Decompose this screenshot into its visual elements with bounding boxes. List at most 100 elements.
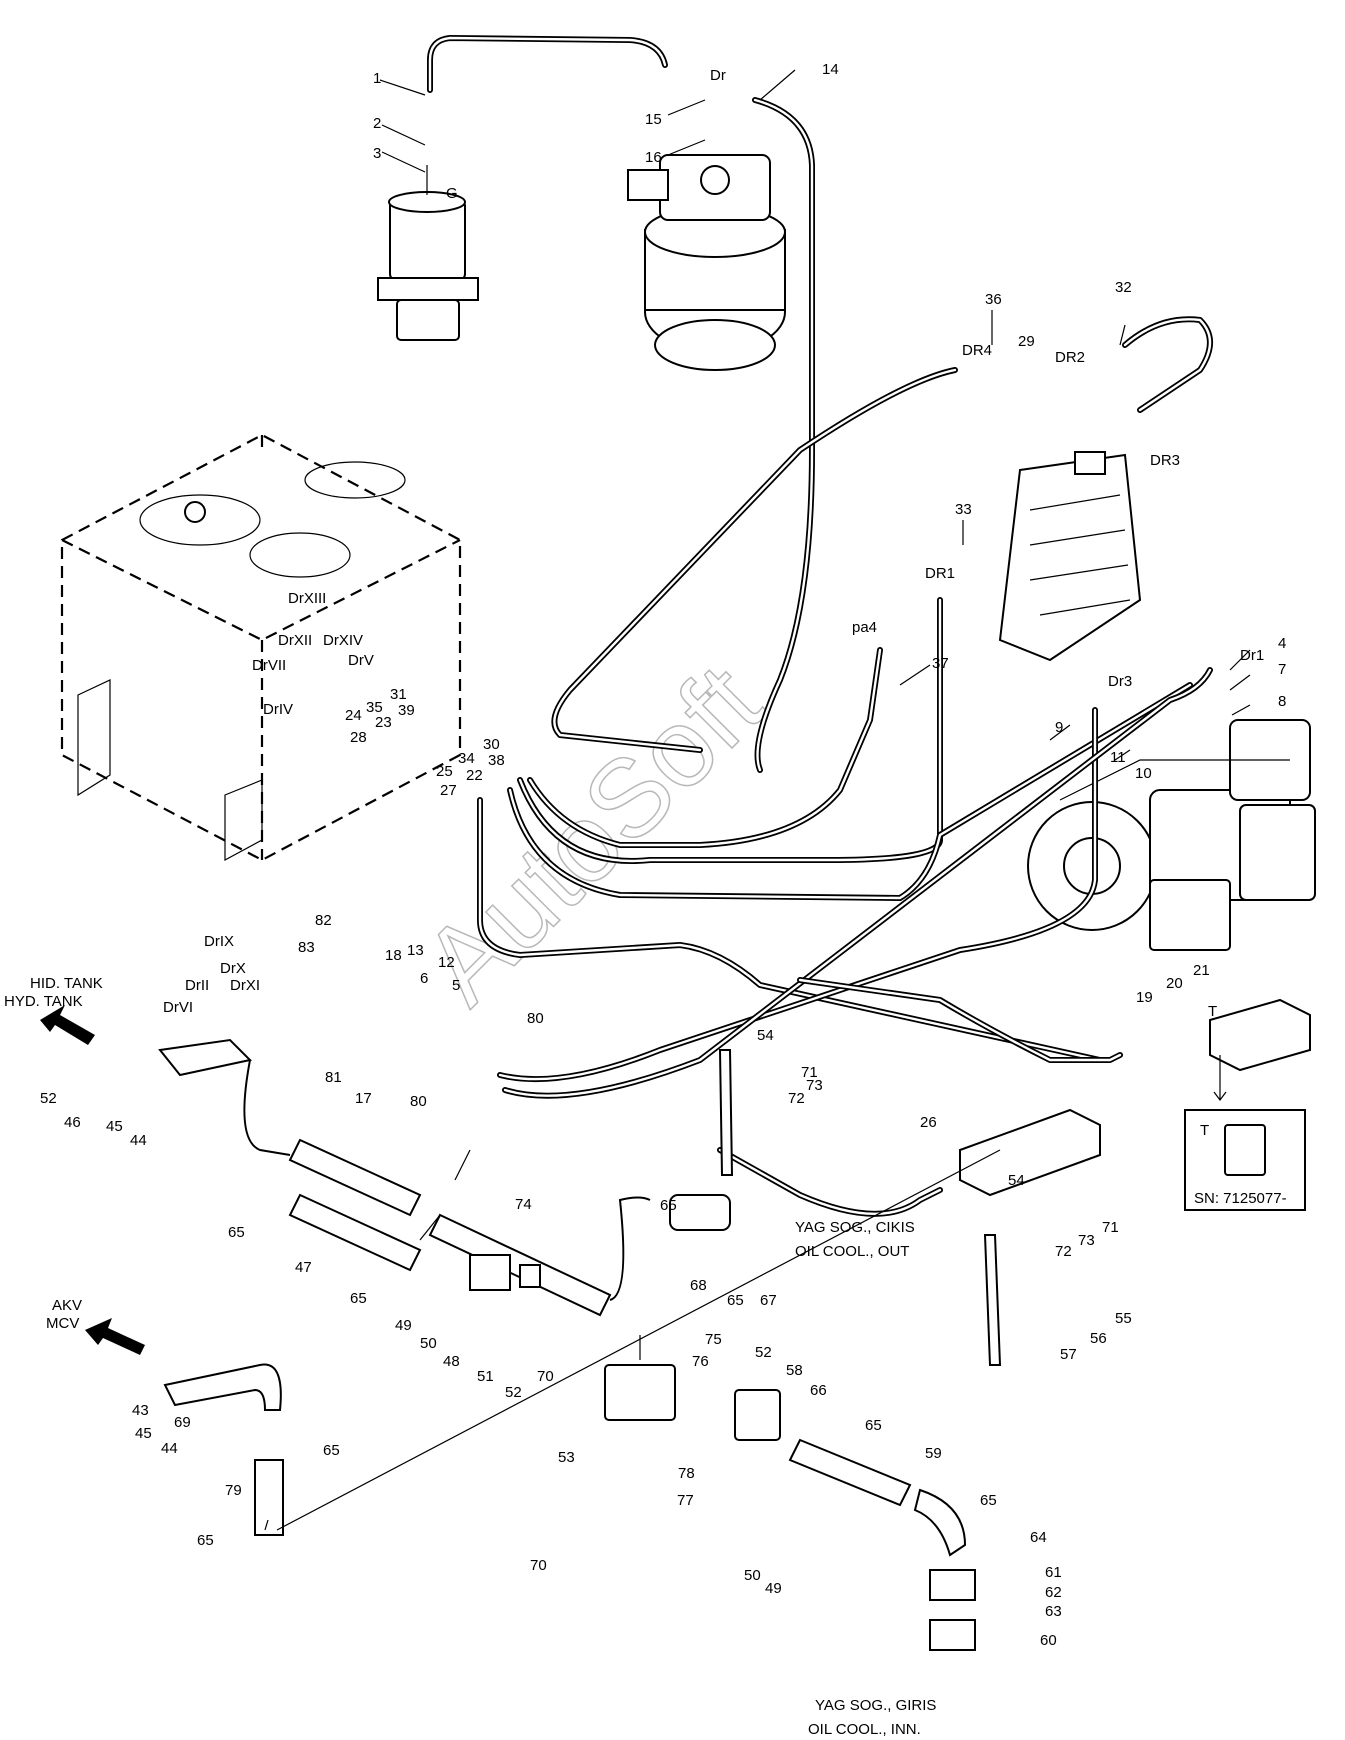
callout-number: 65 bbox=[228, 1224, 245, 1241]
callout-number: 73 bbox=[1078, 1232, 1095, 1249]
callout-number: 31 bbox=[390, 686, 407, 703]
callout-number: 56 bbox=[1090, 1330, 1107, 1347]
callout-number: 26 bbox=[920, 1114, 937, 1131]
callout-number: 65 bbox=[660, 1197, 677, 1214]
callout-number: 73 bbox=[806, 1077, 823, 1094]
callout-number: 43 bbox=[132, 1402, 149, 1419]
callout-number: 14 bbox=[822, 61, 839, 78]
callout-number: 2 bbox=[373, 115, 381, 132]
callout-number: 48 bbox=[443, 1353, 460, 1370]
port-label: Dr bbox=[710, 67, 726, 84]
callout-number: 63 bbox=[1045, 1603, 1062, 1620]
hoses bbox=[427, 35, 1213, 1217]
callout-number: 52 bbox=[505, 1384, 522, 1401]
callout-number: 24 bbox=[345, 707, 362, 724]
callout-number: 50 bbox=[744, 1567, 761, 1584]
callout-number: 38 bbox=[488, 752, 505, 769]
hydraulic-tank bbox=[60, 433, 462, 862]
port-label: T bbox=[1208, 1003, 1217, 1020]
callout-number: 65 bbox=[197, 1532, 214, 1549]
swing-motor bbox=[627, 154, 786, 371]
callout-number: 32 bbox=[1115, 279, 1132, 296]
callout-number: 1 bbox=[373, 70, 381, 87]
callout-number: 23 bbox=[375, 714, 392, 731]
callout-number: 15 bbox=[645, 111, 662, 128]
port-label: Dr1 bbox=[1240, 647, 1264, 664]
port-label: pa4 bbox=[852, 619, 877, 636]
callout-number: 70 bbox=[530, 1557, 547, 1574]
cooler-piping bbox=[158, 1038, 976, 1651]
callout-number: 72 bbox=[788, 1090, 805, 1107]
callout-number: 58 bbox=[786, 1362, 803, 1379]
callout-number: 52 bbox=[40, 1090, 57, 1107]
callout-number: 39 bbox=[398, 702, 415, 719]
callout-number: 80 bbox=[410, 1093, 427, 1110]
tank-arrow-icon bbox=[40, 1005, 95, 1045]
callout-number: 28 bbox=[350, 729, 367, 746]
flow-arrows bbox=[40, 1005, 145, 1355]
port-label: DrIX bbox=[204, 933, 234, 950]
port-label: DR1 bbox=[925, 565, 955, 582]
callout-number: 80 bbox=[527, 1010, 544, 1027]
callout-number: 45 bbox=[135, 1425, 152, 1442]
callout-number: 57 bbox=[1060, 1346, 1077, 1363]
callout-number: 45 bbox=[106, 1118, 123, 1135]
port-label: DrXIII bbox=[288, 590, 326, 607]
oil-cooler-out-caption-tr: YAG SOG., CIKIS bbox=[795, 1219, 915, 1236]
callout-number: 10 bbox=[1135, 765, 1152, 782]
callout-number: 59 bbox=[925, 1445, 942, 1462]
port-label: DrV bbox=[348, 652, 374, 669]
callout-number: 75 bbox=[705, 1331, 722, 1348]
callout-number: 29 bbox=[1018, 333, 1035, 350]
callout-number: 20 bbox=[1166, 975, 1183, 992]
callout-number: 65 bbox=[350, 1290, 367, 1307]
callout-number: 27 bbox=[440, 782, 457, 799]
bracket-54 bbox=[718, 1049, 1002, 1366]
callout-number: 7 bbox=[1278, 661, 1286, 678]
callout-number: 46 bbox=[64, 1114, 81, 1131]
callout-number: 66 bbox=[810, 1382, 827, 1399]
callout-number: 5 bbox=[452, 977, 460, 994]
port-label: DrXI bbox=[230, 977, 260, 994]
callout-number: 81 bbox=[325, 1069, 342, 1086]
manifold-block-26 bbox=[959, 1108, 1101, 1197]
rotary-joint bbox=[377, 165, 479, 341]
callout-number: 60 bbox=[1040, 1632, 1057, 1649]
callout-number: 68 bbox=[690, 1277, 707, 1294]
callout-number: 65 bbox=[727, 1292, 744, 1309]
callout-number: 11 bbox=[1110, 749, 1126, 766]
port-label: DrVII bbox=[252, 657, 286, 674]
port-label: DrIV bbox=[263, 701, 293, 718]
callout-number: 19 bbox=[1136, 989, 1153, 1006]
serial-number-note: SN: 7125077- bbox=[1194, 1190, 1287, 1207]
callout-number: 6 bbox=[420, 970, 428, 987]
callout-number: 77 bbox=[677, 1492, 694, 1509]
callout-number: 55 bbox=[1115, 1310, 1132, 1327]
port-labels: G Dr DR4 DR2 DR3 DR1 pa4 Dr1 Dr3 T T DrX… bbox=[163, 67, 1264, 1139]
callout-number: 70 bbox=[537, 1368, 554, 1385]
serial-inset-box bbox=[1184, 1109, 1306, 1211]
callout-number: 22 bbox=[466, 767, 483, 784]
callout-number: 13 bbox=[407, 942, 424, 959]
callout-number: 51 bbox=[477, 1368, 494, 1385]
port-label: DrXIV bbox=[323, 632, 363, 649]
callout-number: 82 bbox=[315, 912, 332, 929]
port-label: DrII bbox=[185, 977, 209, 994]
callout-number: 17 bbox=[355, 1090, 372, 1107]
callout-number: 18 bbox=[385, 947, 402, 964]
callout-number: 65 bbox=[980, 1492, 997, 1509]
callout-number: 44 bbox=[161, 1440, 178, 1457]
mcv-arrow-icon bbox=[85, 1318, 145, 1355]
port-label: DR2 bbox=[1055, 349, 1085, 366]
port-label: T bbox=[1200, 1122, 1209, 1139]
port-label: DrVI bbox=[163, 999, 193, 1016]
callout-number: 34 bbox=[458, 750, 475, 767]
callout-number: 71 bbox=[801, 1064, 818, 1081]
callout-number: 3 bbox=[373, 145, 381, 162]
destination-captions: HID. TANK HYD. TANK AKV MCV YAG SOG., CI… bbox=[4, 975, 1287, 1738]
callout-number: 65 bbox=[323, 1442, 340, 1459]
control-valve bbox=[998, 451, 1142, 662]
callout-number: 65 bbox=[865, 1417, 882, 1434]
callout-number: 50 bbox=[420, 1335, 437, 1352]
